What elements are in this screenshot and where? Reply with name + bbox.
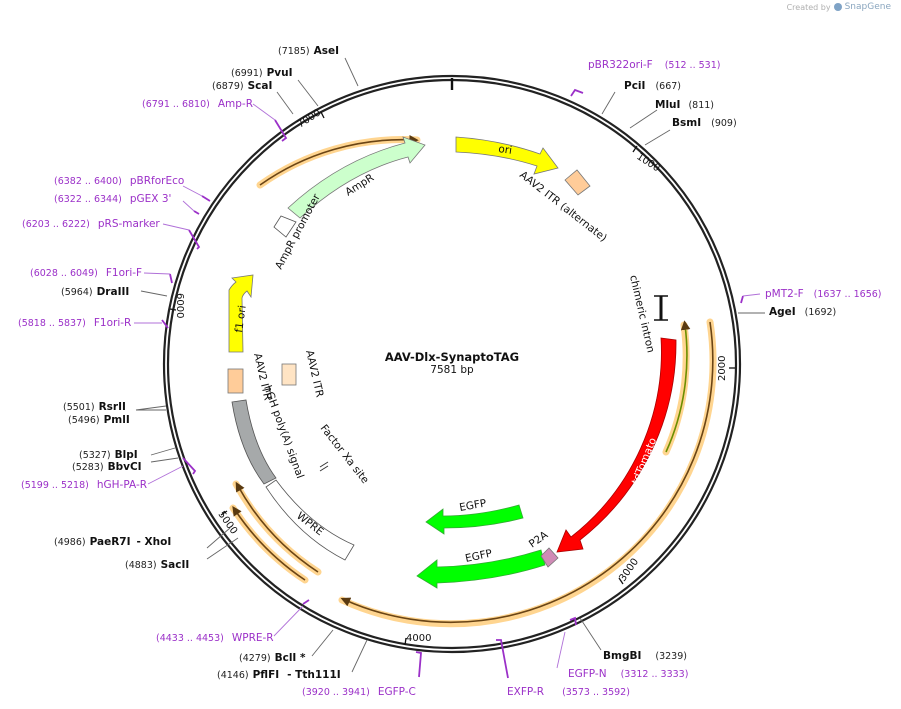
site-bmgbi[interactable]: BmgBI(3239) xyxy=(603,650,687,662)
orf-wpre-outer-line xyxy=(235,481,319,573)
site-pflfi[interactable]: (4146)PflFI- Tth111I xyxy=(217,669,341,681)
tick-6000: 6000 xyxy=(174,293,185,318)
primer-amp-r[interactable]: (6791 .. 6810)Amp-R xyxy=(142,98,253,110)
feature-ori-label: ori xyxy=(498,143,513,157)
site-paer7i[interactable]: (4986)PaeR7I- XhoI xyxy=(54,536,171,548)
orf-wpre-inner-line xyxy=(232,506,306,581)
site-sacii[interactable]: (4883)SacII xyxy=(125,559,189,571)
primer-pmt2-f[interactable]: pMT2-F(1637 .. 1656) xyxy=(765,288,882,300)
primer-f1ori-r[interactable]: (5818 .. 5837)F1ori-R xyxy=(18,317,131,329)
feature-egfp-1-label: EGFP xyxy=(458,497,487,514)
primer-egfp-n[interactable]: EGFP-N(3312 .. 3333) xyxy=(568,668,688,680)
primer-marks xyxy=(161,88,744,679)
plasmid-name: AAV-Dlx-SynaptoTAG xyxy=(385,350,519,364)
primer-prs-marker[interactable]: (6203 .. 6222)pRS-marker xyxy=(22,218,160,230)
orf-tdtomato-line xyxy=(340,321,714,624)
plasmid-length: 7581 bp xyxy=(430,364,474,376)
orf-tdtomato xyxy=(338,318,717,628)
tick-2000: 2000 xyxy=(717,356,728,381)
feature-f1-ori-label: f1 ori xyxy=(233,305,249,334)
feature-f1-ori[interactable]: f1 ori xyxy=(228,274,254,353)
feature-aav2-itr-alternate[interactable]: AAV2 ITR (alternate) xyxy=(517,169,609,244)
site-mlui[interactable]: MluI(811) xyxy=(655,99,714,111)
orf-egfp-green-line xyxy=(665,320,691,453)
site-scai[interactable]: (6879)ScaI xyxy=(212,80,272,92)
feature-factor-xa-label: Factor Xa site xyxy=(318,422,371,486)
primer-exfp-r[interactable]: EXFP-R(3573 .. 3592) xyxy=(507,686,630,698)
primer-hgh-pa-r[interactable]: (5199 .. 5218)hGH-PA-R xyxy=(21,479,147,491)
feature-aav2-itr-right-label: AAV2 ITR xyxy=(303,349,325,398)
site-pcii[interactable]: PciI(667) xyxy=(624,80,681,92)
snapgene-logo-icon xyxy=(833,3,842,11)
site-pvui[interactable]: (6991)PvuI xyxy=(231,67,293,79)
primer-pbr322ori-f[interactable]: pBR322ori-F(512 .. 531) xyxy=(588,59,720,71)
site-leaders xyxy=(135,57,765,673)
feature-hgh-polya[interactable]: hGH poly(A) signal xyxy=(231,384,306,485)
sites-right: PciI(667) MluI(811) BsmI(909) AgeI(1692)… xyxy=(603,80,836,662)
feature-ori[interactable]: ori xyxy=(455,136,559,175)
feature-factor-xa[interactable]: Factor Xa site xyxy=(318,422,371,486)
site-asei[interactable]: (7185)AseI xyxy=(278,45,339,57)
backbone-outer xyxy=(162,74,742,654)
site-blpi[interactable]: (5327)BlpI xyxy=(79,449,138,461)
primer-pgex3[interactable]: (6322 .. 6344)pGEX 3' xyxy=(54,193,171,205)
feature-p2a-label: P2A xyxy=(527,529,551,551)
site-bbvci[interactable]: (5283)BbvCI xyxy=(72,461,142,473)
site-draiii[interactable]: (5964)DraIII xyxy=(61,286,129,298)
primer-egfp-c[interactable]: (3920 .. 3941)EGFP-C xyxy=(302,686,416,698)
primer-leaders xyxy=(134,103,761,669)
sites-left: (7185)AseI (6991)PvuI (6879)ScaI (5964)D… xyxy=(54,45,341,681)
tick-1000: 1000 xyxy=(634,151,661,174)
feature-egfp-2-label: EGFP xyxy=(464,548,493,565)
orf-arcs xyxy=(229,134,717,628)
primer-f1ori-f[interactable]: (6028 .. 6049)F1ori-F xyxy=(30,267,142,279)
feature-wpre[interactable]: WPRE xyxy=(265,479,355,561)
site-pmli[interactable]: (5496)PmlI xyxy=(68,414,130,426)
feature-egfp-2[interactable]: EGFP xyxy=(416,548,546,589)
site-bcli[interactable]: (4279)BclI * xyxy=(239,652,306,664)
feature-aav2-itr-alt-label: AAV2 ITR (alternate) xyxy=(517,169,609,244)
primer-pbrforeco[interactable]: (6382 .. 6400)pBRforEco xyxy=(54,175,184,187)
created-by-label: Created by xyxy=(786,2,831,12)
tick-4000: 4000 xyxy=(406,633,431,644)
feature-aav2-itr-right[interactable]: AAV2 ITR xyxy=(281,349,326,398)
site-bsmi[interactable]: BsmI(909) xyxy=(672,117,737,129)
site-rsrii[interactable]: (5501)RsrII xyxy=(63,401,126,413)
primer-wpre-r[interactable]: (4433 .. 4453)WPRE-R xyxy=(156,632,274,644)
tick-marks xyxy=(169,111,735,646)
snapgene-watermark: Created by SnapGene xyxy=(787,2,891,12)
tick-7000: 7000 xyxy=(296,107,323,130)
primer-labels: pBR322ori-F(512 .. 531) (6791 .. 6810)Am… xyxy=(18,59,882,698)
orf-ampr-line xyxy=(259,134,419,186)
site-agei[interactable]: AgeI(1692) xyxy=(769,306,836,318)
feature-egfp-1[interactable]: EGFP xyxy=(425,497,524,535)
snapgene-brand: SnapGene xyxy=(844,2,891,12)
feature-chimeric-intron-label: chimeric intron xyxy=(627,274,657,354)
